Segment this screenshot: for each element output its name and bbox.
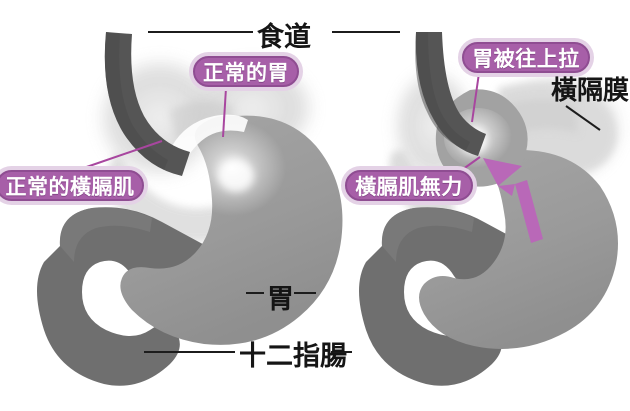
badge-stomach-pulled-up-text: 胃被往上拉 <box>472 46 580 71</box>
esophagus-left-edge <box>104 32 168 170</box>
badge-normal-stomach: 正常的胃 <box>193 56 299 87</box>
badge-normal-stomach-text: 正常的胃 <box>203 60 289 85</box>
label-stomach-text: 胃 <box>267 284 294 315</box>
leader-normal-stomach <box>222 87 227 138</box>
diagram-normal <box>37 32 343 386</box>
badge-normal-diaphragm: 正常的橫膈肌 <box>0 170 144 201</box>
label-esophagus-text: 食道 <box>257 22 311 53</box>
label-esophagus: 食道 <box>257 15 311 54</box>
hernia-up-arrow <box>483 158 543 243</box>
duodenum-left <box>37 207 210 386</box>
stomach-right <box>419 149 618 349</box>
stomach-left <box>120 115 343 345</box>
esophagus-left <box>104 32 190 176</box>
badge-stomach-pulled-up: 胃被往上拉 <box>462 42 590 73</box>
black-leader-rules <box>144 31 601 353</box>
leader-pulled-up <box>471 72 480 123</box>
diaphragm-leader-line <box>565 105 601 131</box>
esophagus-right-edge <box>415 32 470 150</box>
label-stomach: 胃 <box>267 277 294 316</box>
leader-normal-diaphragm <box>71 140 163 173</box>
badge-weak-diaphragm-text: 橫膈肌無力 <box>355 174 463 199</box>
duodenum-left-shade <box>59 207 153 262</box>
label-diaphragm-text: 橫隔膜 <box>551 76 630 106</box>
label-diaphragm: 橫隔膜 <box>551 70 629 107</box>
label-duodenum: 十二指腸 <box>239 334 347 373</box>
label-duodenum-text: 十二指腸 <box>239 341 347 372</box>
badge-normal-diaphragm-text: 正常的橫膈肌 <box>5 174 135 199</box>
duodenum-right-shade <box>381 207 474 262</box>
esophagus-right <box>415 32 486 156</box>
stomach-left-shine-core <box>218 160 254 192</box>
diagram-hernia <box>359 32 622 386</box>
badge-weak-diaphragm: 橫膈肌無力 <box>345 170 473 201</box>
